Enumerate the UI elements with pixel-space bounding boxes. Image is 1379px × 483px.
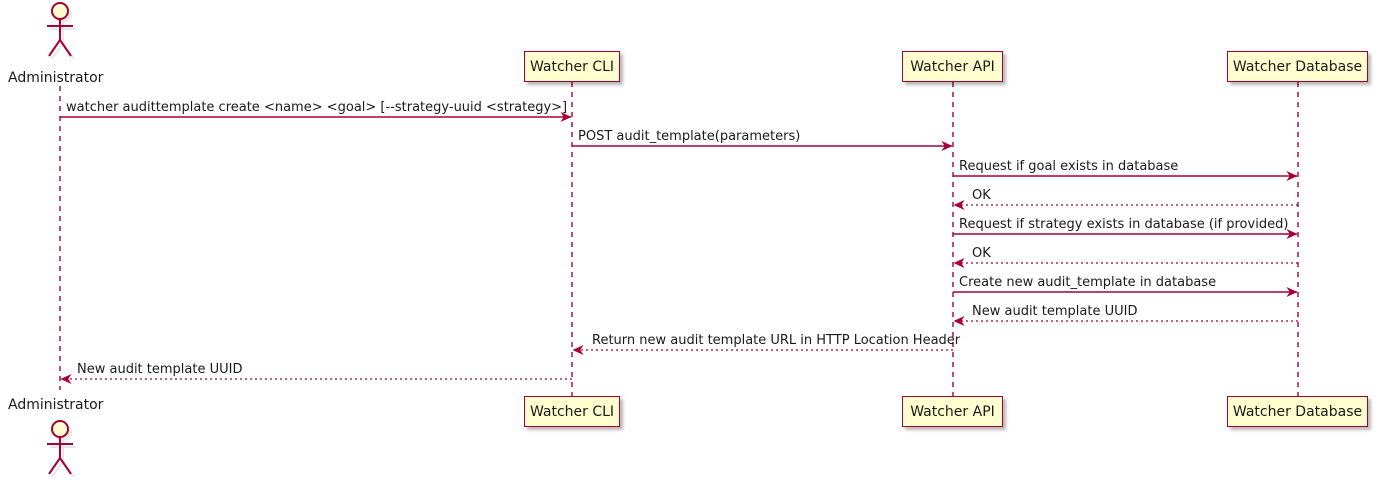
actor-label-administrator-top: Administrator xyxy=(8,70,104,86)
participant-box-watcher-database-footer[interactable]: Watcher Database xyxy=(1227,396,1368,427)
lifelines-group xyxy=(59,82,1299,396)
message-label-6: OK xyxy=(972,246,991,261)
message-label-9: Return new audit template URL in HTTP Lo… xyxy=(592,333,961,348)
message-label-8: New audit template UUID xyxy=(972,304,1138,319)
message-label-1: watcher audittemplate create <name> <goa… xyxy=(66,100,568,115)
participant-box-watcher-cli-header[interactable]: Watcher CLI xyxy=(524,51,620,82)
participant-box-watcher-api-header[interactable]: Watcher API xyxy=(902,51,1003,82)
participant-label-watcher-database: Watcher Database xyxy=(1232,58,1363,75)
message-label-5: Request if strategy exists in database (… xyxy=(959,217,1289,232)
message-label-7: Create new audit_template in database xyxy=(959,275,1217,290)
participant-label-watcher-cli: Watcher CLI xyxy=(529,403,615,420)
message-arrows-group xyxy=(60,112,1298,384)
actor-figure-administrator-bottom xyxy=(47,420,76,478)
participant-label-watcher-api: Watcher API xyxy=(910,58,995,75)
actor-figure-administrator-top xyxy=(47,2,76,60)
message-label-2: POST audit_template(parameters) xyxy=(578,129,801,144)
participant-label-watcher-cli: Watcher CLI xyxy=(529,58,615,75)
message-label-3: Request if goal exists in database xyxy=(959,159,1179,174)
participant-box-watcher-database-header[interactable]: Watcher Database xyxy=(1227,51,1368,82)
actor-figures-group xyxy=(47,2,76,478)
participant-label-watcher-database: Watcher Database xyxy=(1232,403,1363,420)
participant-box-watcher-cli-footer[interactable]: Watcher CLI xyxy=(524,396,620,427)
message-label-10: New audit template UUID xyxy=(77,362,243,377)
participant-box-watcher-api-footer[interactable]: Watcher API xyxy=(902,396,1003,427)
participant-label-watcher-api: Watcher API xyxy=(910,403,995,420)
actor-label-administrator-bottom: Administrator xyxy=(8,397,104,413)
message-label-4: OK xyxy=(972,188,991,203)
